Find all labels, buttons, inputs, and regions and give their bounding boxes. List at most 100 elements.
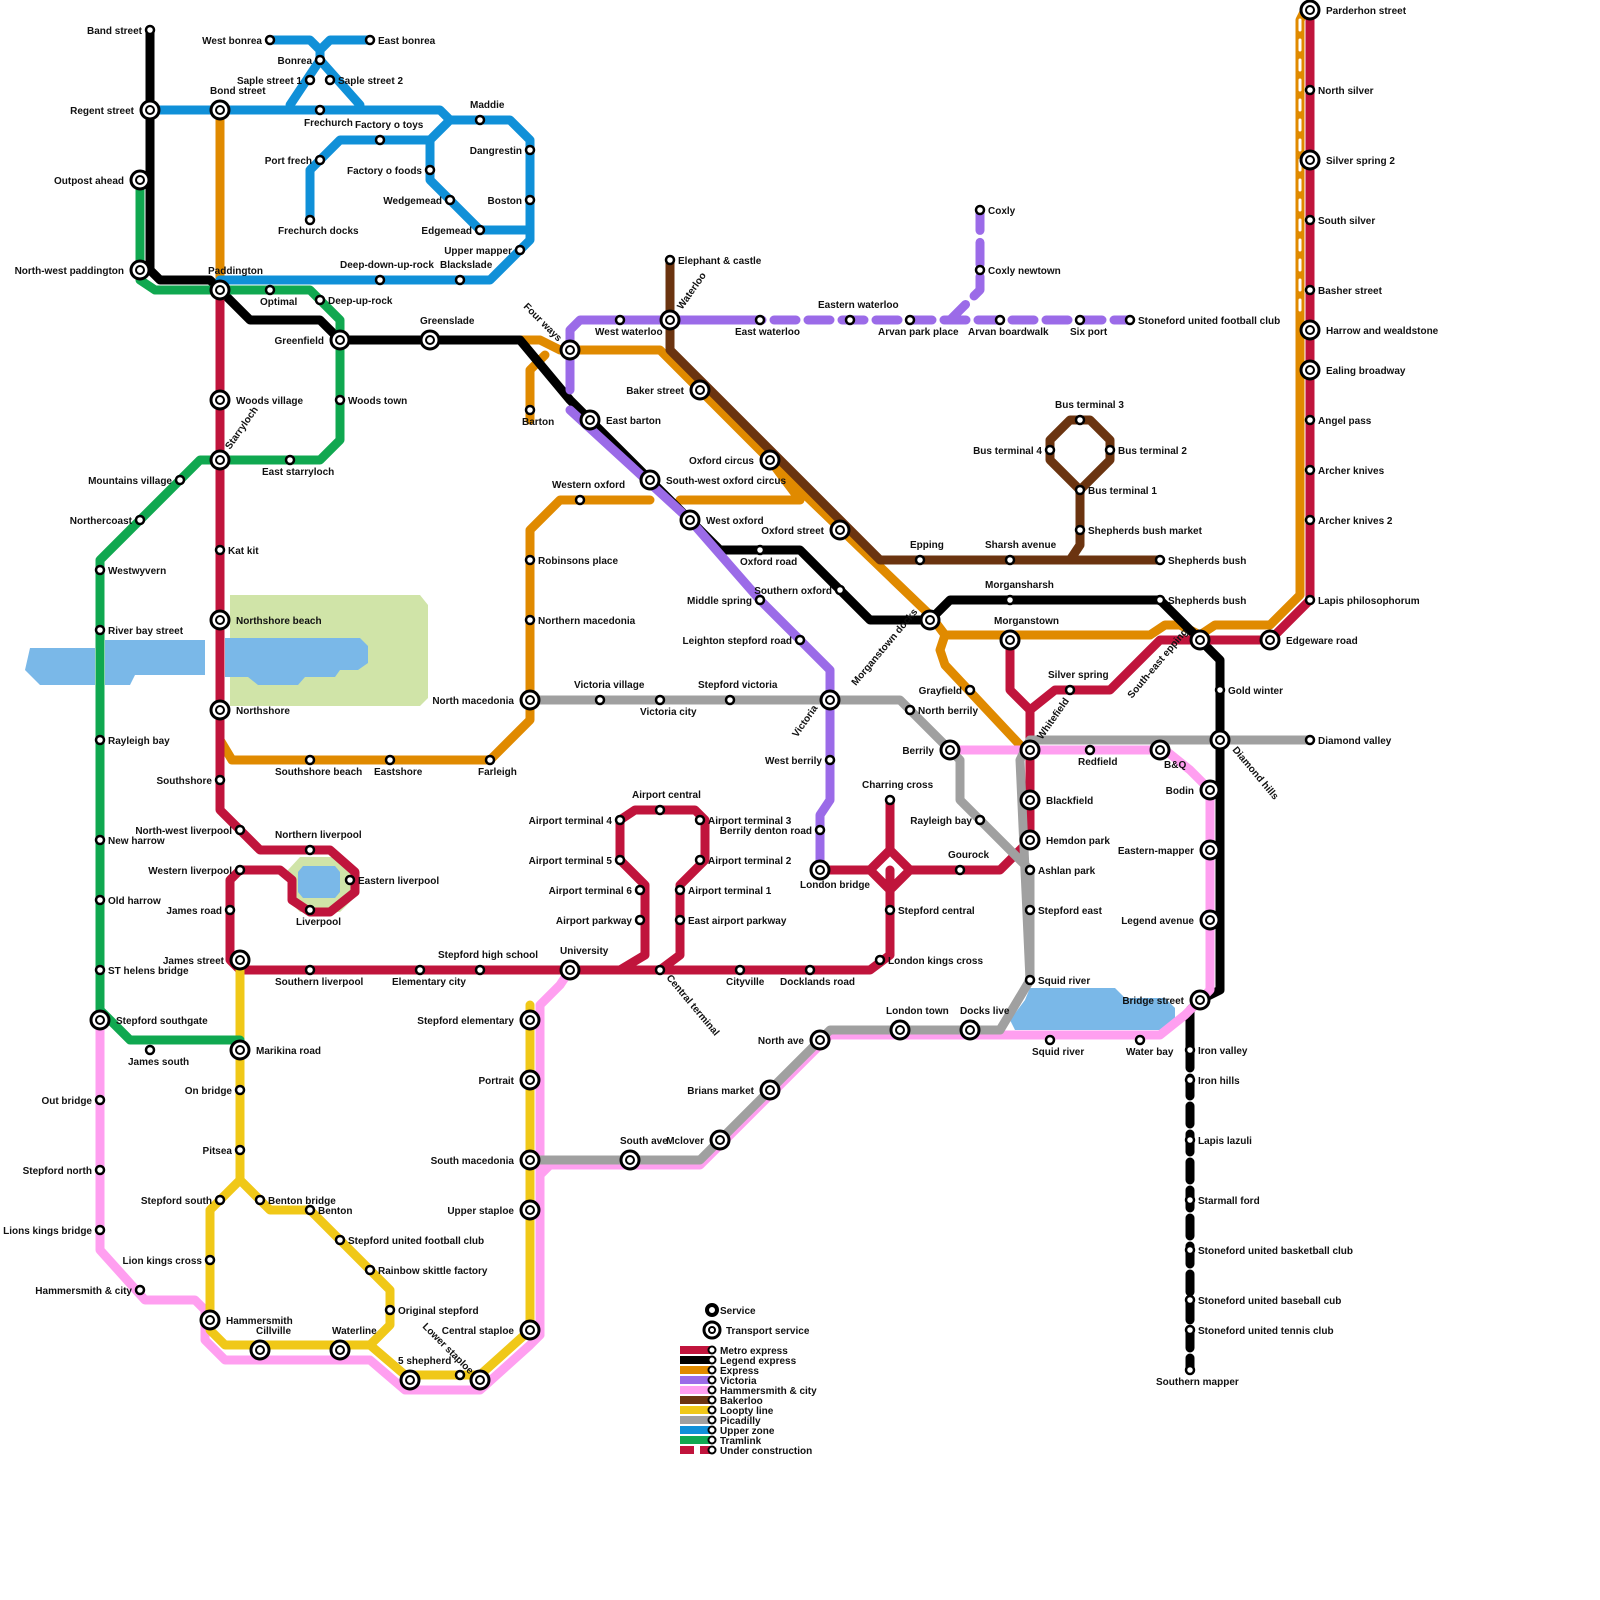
station-maddie[interactable] bbox=[474, 114, 486, 126]
station-basher[interactable] bbox=[1304, 284, 1316, 296]
station-arvan-boardwalk[interactable] bbox=[994, 314, 1006, 326]
station-archer2[interactable] bbox=[1304, 514, 1316, 526]
station-stepford-central[interactable] bbox=[884, 904, 896, 916]
station-charring[interactable] bbox=[884, 794, 896, 806]
station-river-bay[interactable] bbox=[94, 624, 106, 636]
station-robinsons[interactable] bbox=[524, 554, 536, 566]
station-boston[interactable] bbox=[524, 194, 536, 206]
station-leighton[interactable] bbox=[794, 634, 806, 646]
station-iron-hills[interactable] bbox=[1184, 1074, 1196, 1086]
station-north-berrily[interactable] bbox=[904, 704, 916, 716]
station-at5[interactable] bbox=[614, 854, 626, 866]
station-lower-staploe[interactable] bbox=[454, 1369, 466, 1381]
station-new-harrow[interactable] bbox=[94, 834, 106, 846]
station-frechurch-docks[interactable] bbox=[304, 214, 316, 226]
station-sufbase[interactable] bbox=[1184, 1294, 1196, 1306]
station-old-harrow[interactable] bbox=[94, 894, 106, 906]
station-suffc2[interactable] bbox=[334, 1234, 346, 1246]
station-six-port[interactable] bbox=[1074, 314, 1086, 326]
station-water-bay[interactable] bbox=[1134, 1034, 1146, 1046]
station-east-airport[interactable] bbox=[674, 914, 686, 926]
station-optimal[interactable] bbox=[264, 284, 276, 296]
station-rayleigh-bay[interactable] bbox=[94, 734, 106, 746]
station-northern-liverpool[interactable] bbox=[304, 844, 316, 856]
station-band-street[interactable] bbox=[144, 24, 156, 36]
station-silver-spring[interactable] bbox=[1064, 684, 1076, 696]
station-at4[interactable] bbox=[614, 814, 626, 826]
station-east-starryloch[interactable] bbox=[284, 454, 296, 466]
station-morgansharsh[interactable] bbox=[1004, 594, 1016, 606]
station-grayfield[interactable] bbox=[964, 684, 976, 696]
station-western-oxford[interactable] bbox=[574, 494, 586, 506]
station-westwyvern[interactable] bbox=[94, 564, 106, 576]
station-bus3[interactable] bbox=[1074, 414, 1086, 426]
station-bus1[interactable] bbox=[1074, 484, 1086, 496]
station-out-bridge[interactable] bbox=[94, 1094, 106, 1106]
station-stepford-high[interactable] bbox=[474, 964, 486, 976]
station-kat-kit[interactable] bbox=[214, 544, 226, 556]
station-north-silver[interactable] bbox=[1304, 84, 1316, 96]
station-coxly[interactable] bbox=[974, 204, 986, 216]
station-angel[interactable] bbox=[1304, 414, 1316, 426]
station-gourock[interactable] bbox=[954, 864, 966, 876]
station-west-berrily[interactable] bbox=[824, 754, 836, 766]
station-archer[interactable] bbox=[1304, 464, 1316, 476]
station-southern-mapper[interactable] bbox=[1184, 1364, 1196, 1376]
station-eastern-liverpool[interactable] bbox=[344, 874, 356, 886]
station-southern-oxford[interactable] bbox=[834, 584, 846, 596]
station-mountains-village[interactable] bbox=[174, 474, 186, 486]
station-st-helens[interactable] bbox=[94, 964, 106, 976]
station-oxford-road[interactable] bbox=[754, 544, 766, 556]
station-middle-spring[interactable] bbox=[754, 594, 766, 606]
station-stepford-east[interactable] bbox=[1024, 904, 1036, 916]
station-northern-macedonia[interactable] bbox=[524, 614, 536, 626]
station-nw-liverpool[interactable] bbox=[234, 824, 246, 836]
station-sharsh[interactable] bbox=[1004, 554, 1016, 566]
station-port-frech[interactable] bbox=[314, 154, 326, 166]
station-eastern-waterloo[interactable] bbox=[844, 314, 856, 326]
station-rayleigh-bay2[interactable] bbox=[974, 814, 986, 826]
station-southshore-beach[interactable] bbox=[304, 754, 316, 766]
station-epping[interactable] bbox=[914, 554, 926, 566]
station-barton[interactable] bbox=[524, 404, 536, 416]
station-original-stepford[interactable] bbox=[384, 1304, 396, 1316]
station-london-kings[interactable] bbox=[874, 954, 886, 966]
station-south-silver[interactable] bbox=[1304, 214, 1316, 226]
station-bus2[interactable] bbox=[1104, 444, 1116, 456]
station-blackslade[interactable] bbox=[454, 274, 466, 286]
station-stoneford-fc[interactable] bbox=[1124, 314, 1136, 326]
station-coxly-newtown[interactable] bbox=[974, 264, 986, 276]
station-factory-toys[interactable] bbox=[374, 134, 386, 146]
station-bonrea[interactable] bbox=[314, 54, 326, 66]
station-shepherds-bush2[interactable] bbox=[1154, 594, 1166, 606]
station-southshore[interactable] bbox=[214, 774, 226, 786]
station-northercoast[interactable] bbox=[134, 514, 146, 526]
station-eastshore[interactable] bbox=[384, 754, 396, 766]
station-iron-valley[interactable] bbox=[1184, 1044, 1196, 1056]
station-woods-town[interactable] bbox=[334, 394, 346, 406]
station-on-bridge[interactable] bbox=[234, 1084, 246, 1096]
station-saple1[interactable] bbox=[304, 74, 316, 86]
station-shepherds-market[interactable] bbox=[1074, 524, 1086, 536]
station-gold-winter[interactable] bbox=[1214, 684, 1226, 696]
station-berrily-denton[interactable] bbox=[814, 824, 826, 836]
station-dangrestin[interactable] bbox=[524, 144, 536, 156]
station-stepford-victoria[interactable] bbox=[724, 694, 736, 706]
station-redfield[interactable] bbox=[1084, 744, 1096, 756]
station-west-waterloo[interactable] bbox=[614, 314, 626, 326]
station-lions-kings[interactable] bbox=[94, 1224, 106, 1236]
station-starmall[interactable] bbox=[1184, 1194, 1196, 1206]
station-elephant[interactable] bbox=[664, 254, 676, 266]
station-southern-liverpool[interactable] bbox=[304, 964, 316, 976]
station-arvan-park[interactable] bbox=[904, 314, 916, 326]
station-stepford-north[interactable] bbox=[94, 1164, 106, 1176]
station-benton-bridge[interactable] bbox=[254, 1194, 266, 1206]
station-james-south[interactable] bbox=[144, 1044, 156, 1056]
station-farleigh[interactable] bbox=[484, 754, 496, 766]
station-james-road[interactable] bbox=[224, 904, 236, 916]
station-sufbb[interactable] bbox=[1184, 1244, 1196, 1256]
station-frechurch[interactable] bbox=[314, 104, 326, 116]
station-western-liverpool[interactable] bbox=[234, 864, 246, 876]
station-upper-mapper[interactable] bbox=[514, 244, 526, 256]
station-east-bonrea[interactable] bbox=[364, 34, 376, 46]
